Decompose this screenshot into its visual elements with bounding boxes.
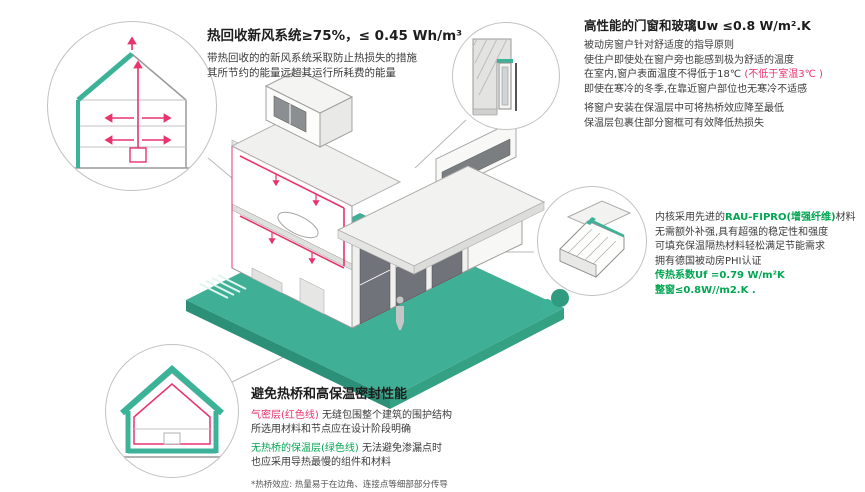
gasket-line bbox=[589, 218, 625, 238]
profile-line-4: 拥有德国被动房PHI认证 bbox=[655, 255, 762, 267]
airtight-red-line bbox=[133, 383, 211, 445]
profile-uf-value: 传热系数Uf =0.79 W/m²K bbox=[655, 270, 785, 281]
window-installation-detail-icon bbox=[472, 38, 517, 116]
windows-line-3-red: (不低于室温3℃ ) bbox=[744, 69, 823, 80]
heat-recovery-desc-2: 其所节约的能量远超其运行所耗费的能量 bbox=[207, 67, 396, 79]
window-detail-circle bbox=[452, 22, 560, 130]
gasket-block bbox=[586, 217, 596, 225]
windows-line-3-black: 在室内,窗户表面温度不得低于18℃ bbox=[584, 69, 745, 80]
windows-line-2: 使住户即使处在窗户旁也能感到极为舒适的温度 bbox=[584, 54, 794, 66]
house-section-insulation-icon bbox=[116, 365, 228, 458]
window-profile-circle bbox=[537, 186, 647, 296]
thermal-p1-rest: 无缝包围整个建筑的围护结构 bbox=[318, 410, 452, 421]
insulation-layer-label: 无热桥的保温层(绿色线) bbox=[251, 443, 359, 454]
heat-recovery-callout: 热回收新风系统≥75%，≤ 0.45 Wh/m³ 带热回收的的新风系统采取防止热… bbox=[207, 24, 487, 81]
windows-title: 高性能的门窗和玻璃Uw ≤0.8 W/m².K bbox=[584, 18, 811, 33]
profile-material-callout: 内核采用先进的RAU-FIPRO(增强纤维)材料 无需额外补强,具有超强的稳定性… bbox=[655, 211, 865, 298]
heat-recovery-circle bbox=[47, 21, 217, 191]
windows-line-6: 保温层包裹住部分窗框可有效降低热损失 bbox=[584, 117, 764, 129]
insulation-green-line bbox=[120, 365, 224, 416]
windows-line-4: 即使在寒冷的冬季,在靠近窗户部位也无寒冷不适感 bbox=[584, 83, 808, 95]
thermal-p1-line-2: 所选用材料和节点应在设计阶段明确 bbox=[251, 424, 411, 435]
profile-line-1-green: RAU-FIPRO(增强纤维) bbox=[725, 212, 836, 223]
profile-line-3: 可填充保温隔热材料轻松满足节能需求 bbox=[655, 241, 825, 252]
ventilation-duct-lines bbox=[239, 155, 345, 269]
thermal-p2-line-2: 也应采用导热最慢的组件和材料 bbox=[251, 457, 391, 468]
thermal-callout: 避免热桥和高保温密封性能 气密层(红色线) 无缝包围整个建筑的围护结构 所选用材… bbox=[251, 383, 571, 490]
thermal-p1-line-1: 气密层(红色线) 无缝包围整个建筑的围护结构 bbox=[251, 409, 571, 423]
left-roof-and-penthouse bbox=[230, 69, 402, 207]
thermal-footnote: *热桥效应: 热量易于在边角、连接点等细部部分传导 bbox=[251, 480, 448, 490]
profile-uw-value: 整窗≤0.8W//m2.K . bbox=[655, 284, 756, 296]
window-profile-cross-section-icon bbox=[559, 200, 632, 278]
profile-line-1-black-b: 材料 bbox=[835, 212, 856, 223]
thermal-title: 避免热桥和高保温密封性能 bbox=[251, 387, 408, 402]
windows-line-5: 将窗户安装在保温层中可将热桥效应降至最低 bbox=[584, 103, 784, 114]
heat-recovery-title: 热回收新风系统≥75%，≤ 0.45 Wh/m³ bbox=[207, 28, 463, 44]
profile-line-1: 内核采用先进的RAU-FIPRO(增强纤维)材料 bbox=[655, 211, 865, 226]
house-section-ventilation-icon bbox=[66, 36, 198, 169]
insulation-tape bbox=[497, 59, 513, 63]
flat-roof-slab bbox=[336, 165, 546, 275]
profile-line-1-black-a: 内核采用先进的 bbox=[655, 212, 725, 223]
windows-line-1: 被动房窗户针对舒适度的指导原则 bbox=[584, 40, 734, 51]
insulation-roof-line bbox=[76, 52, 134, 102]
airtight-layer-label: 气密层(红色线) bbox=[251, 410, 319, 421]
thermal-p2-rest: 无法避免渗漏点时 bbox=[358, 443, 442, 454]
windows-line-3: 在室内,窗户表面温度不得低于18℃ (不低于室温3℃ ) bbox=[584, 68, 862, 83]
heat-recovery-desc-1: 带热回收的的新风系统采取防止热损失的措施 bbox=[207, 52, 417, 64]
bush-icon bbox=[541, 289, 569, 311]
ventilation-arrows bbox=[104, 36, 172, 163]
person-figure bbox=[396, 296, 404, 330]
thermal-p2-line-1: 无热桥的保温层(绿色线) 无法避免渗漏点时 bbox=[251, 442, 571, 456]
profile-line-2: 无需额外补强,具有超强的稳定性和强度 bbox=[655, 226, 829, 238]
bathtub-icon bbox=[277, 211, 319, 239]
thermal-insulation-circle bbox=[105, 344, 239, 478]
windows-callout: 高性能的门窗和玻璃Uw ≤0.8 W/m².K 被动房窗户针对舒适度的指导原则 … bbox=[584, 15, 862, 131]
garden-stairs bbox=[199, 274, 247, 299]
